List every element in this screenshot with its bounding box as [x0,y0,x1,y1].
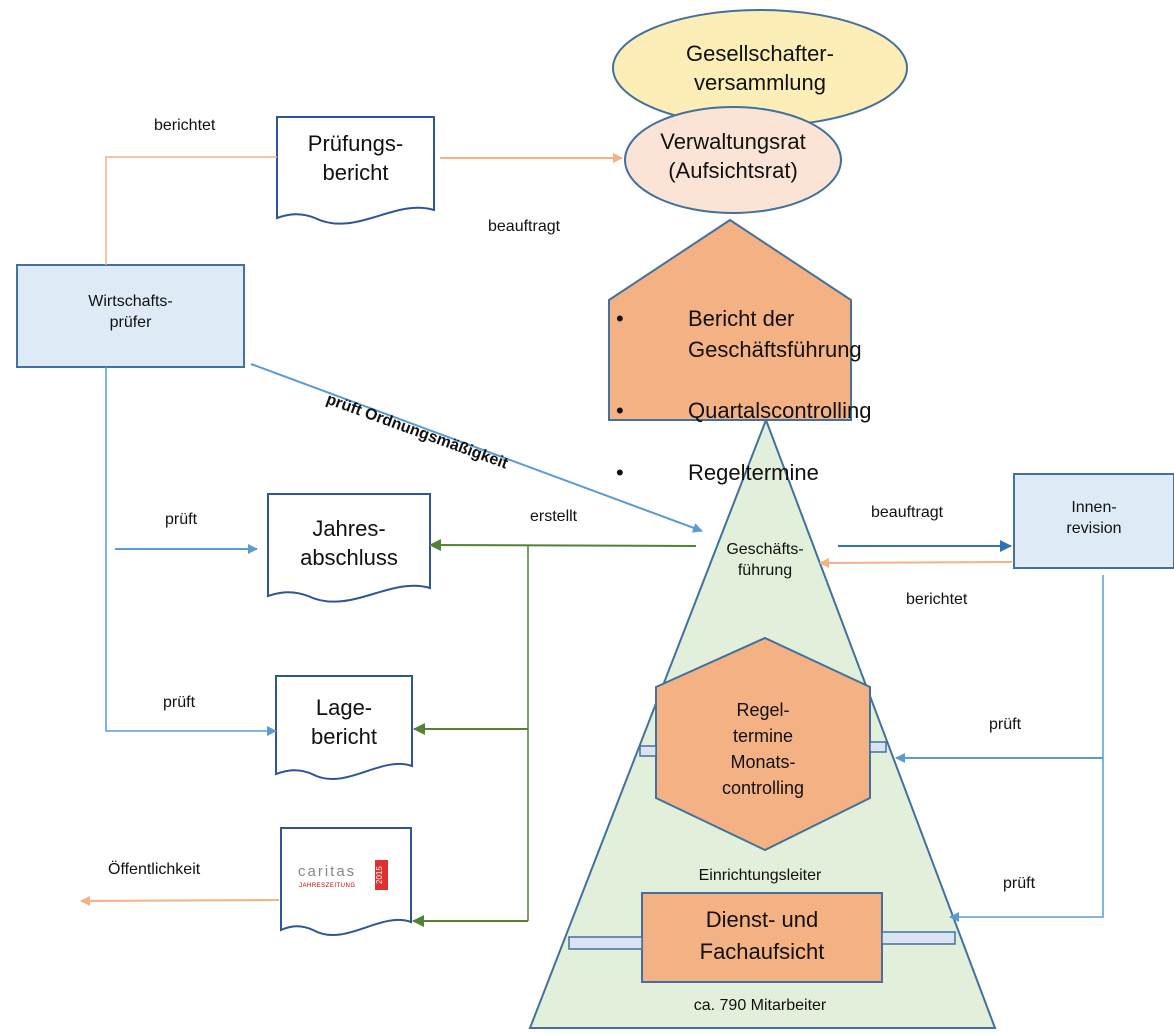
management-report-list: • Bericht der Geschäftsführung • Quartal… [616,273,916,519]
pyramid-top-label: Geschäfts- führung [726,541,804,579]
report-item: • Bericht der Geschäftsführung [616,304,916,366]
check-compliance-arrow [250,363,703,533]
auditor-checks-line [105,367,277,736]
audit-report-document [276,116,435,225]
regular-meetings-hexagon [655,636,871,852]
report-item-label: Bericht der Geschäftsführung [688,305,862,362]
bullet: • [616,398,624,424]
edge-label-reports-top: berichtet [154,117,216,134]
supervision-left-bar [568,936,643,950]
annual-statement-doc-label: Jahres- abschluss [300,516,398,570]
public-arrow [80,895,280,906]
edge-label-checks-4: prüft [1003,875,1036,892]
creates-annual-statement-arrow [429,539,697,552]
internal-audit-report-arrow [819,557,1013,568]
internal-audit-box [1013,473,1174,569]
report-item-label: Regeltermine [688,459,819,485]
bullet: • [616,459,624,485]
internal-audit-checks-line [949,575,1104,922]
edge-label-checks-3: prüft [989,716,1022,733]
edge-label-commissions-top: beauftragt [488,218,561,235]
board-ellipse [624,106,842,214]
internal-audit-label: Innen- revision [1066,499,1122,537]
hexagon-left-handle [639,745,657,757]
board-label: Verwaltungsrat (Aufsichtsrat) [660,129,806,183]
caritas-sub: JAHRESZEITUNG [299,883,356,889]
management-report-shape [608,218,852,421]
facility-manager-label: Einrichtungsleiter [698,867,822,884]
caritas-brand: caritas [298,863,357,880]
edge-label-reports-right: berichtet [906,591,968,608]
edge-label-checks-1: prüft [165,511,198,528]
staff-label: ca. 790 Mitarbeiter [693,997,827,1014]
hexagon-right-handle [869,741,887,753]
auditor-label: Wirtschafts- prüfer [88,293,173,331]
caritas-year: 2015 [375,860,388,890]
auditor-box [16,264,245,368]
supervision-right-bar [881,931,956,945]
edge-label-public: Öffentlichkeit [108,861,201,878]
annual-statement-document [267,493,431,603]
edge-label-checks-2: prüft [163,694,196,711]
caritas-logo: caritas JAHRESZEITUNG 2015 [296,860,396,895]
bullet: • [616,305,624,331]
edge-label-creates: erstellt [530,508,578,525]
report-item: • Regeltermine [616,458,916,489]
edge-label-commissions-right: beauftragt [871,504,944,521]
report-item: • Quartalscontrolling [616,396,916,427]
management-report-doc-label: Lage- bericht [310,695,378,749]
management-report-document [275,675,413,780]
shareholders-label: Gesellschafter- versammlung [686,41,834,95]
hexagon-label: Regel- termine Monats- controlling [721,700,805,799]
supervision-label: Dienst- und Fachaufsicht [699,907,825,964]
audit-report-doc-label: Prüfungs- bericht [307,131,404,185]
report-item-label: Quartalscontrolling [688,398,872,424]
auditor-report-line [105,156,277,265]
caritas-document [280,827,412,936]
